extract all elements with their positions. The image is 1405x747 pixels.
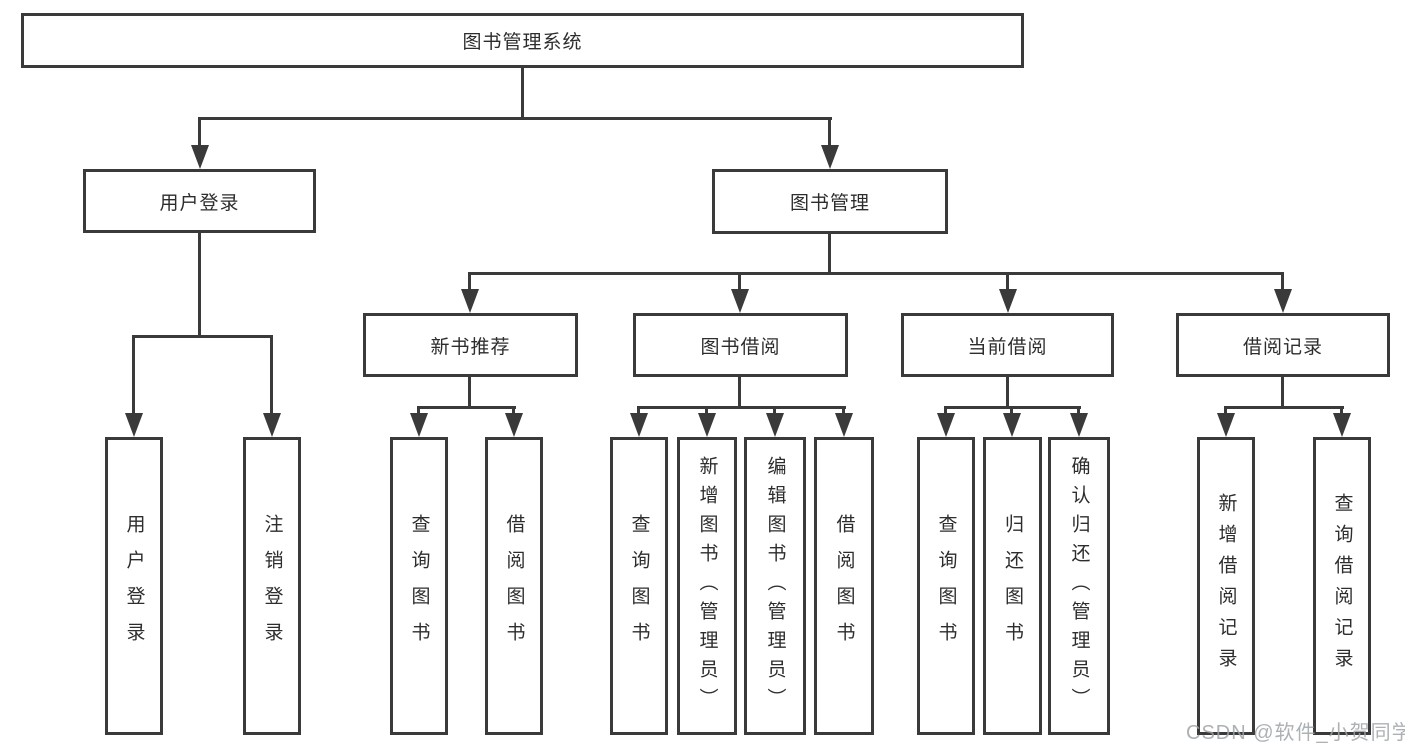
arrowhead-icon	[410, 413, 428, 437]
connector-user-hline	[132, 335, 273, 338]
connector-stem-borrow-leaf2	[705, 408, 708, 415]
leaf-record-query-label: 查询借阅记录	[1331, 493, 1353, 679]
leaf-current-confirm-admin: 确认归还（管理员）	[1048, 437, 1110, 735]
connector-stem-borrow	[738, 274, 741, 291]
leaf-borrow-edit-admin-label: 编辑图书（管理员）	[764, 455, 786, 717]
node-current-borrowing: 当前借阅	[901, 313, 1114, 377]
arrowhead-icon	[1217, 413, 1235, 437]
arrowhead-icon	[766, 413, 784, 437]
connector-root-hline	[198, 117, 832, 120]
leaf-newbook-query-label: 查询图书	[408, 514, 430, 658]
leaf-logout-label: 注销登录	[261, 514, 283, 658]
node-book-borrowing-label: 图书借阅	[700, 336, 781, 358]
arrowhead-icon	[1003, 413, 1021, 437]
csdn-watermark: CSDN @软件_小贺同学	[1186, 722, 1405, 744]
connector-records-hline	[1224, 406, 1344, 409]
arrowhead-icon	[999, 289, 1017, 313]
arrowhead-icon	[505, 413, 523, 437]
connector-borrow-hline	[637, 406, 846, 409]
connector-stem-user-leaf2	[270, 337, 273, 415]
leaf-record-add: 新增借阅记录	[1197, 437, 1255, 735]
connector-current-hline	[944, 406, 1081, 409]
node-new-book-recommend: 新书推荐	[363, 313, 578, 377]
node-book-borrowing: 图书借阅	[633, 313, 848, 377]
leaf-current-return-label: 归还图书	[1002, 514, 1023, 658]
node-book-management: 图书管理	[712, 169, 948, 234]
node-current-borrowing-label: 当前借阅	[967, 336, 1048, 358]
node-user-login-label: 用户登录	[159, 192, 240, 214]
connector-mgmt-vline	[828, 234, 831, 274]
connector-stem-user-leaf1	[132, 337, 135, 415]
leaf-current-query: 查询图书	[917, 437, 975, 735]
connector-stem-records-leaf2	[1340, 408, 1343, 415]
leaf-borrow-query: 查询图书	[610, 437, 668, 735]
connector-stem-current-leaf2	[1010, 408, 1013, 415]
leaf-newbook-query: 查询图书	[390, 437, 448, 735]
leaf-borrow-edit-admin: 编辑图书（管理员）	[744, 437, 806, 735]
connector-stem-newbook-leaf2	[512, 408, 515, 415]
connector-stem-user-login	[198, 119, 201, 146]
arrowhead-icon	[191, 145, 209, 169]
arrowhead-icon	[698, 413, 716, 437]
leaf-borrow-borrow: 借阅图书	[814, 437, 874, 735]
leaf-current-confirm-admin-label: 确认归还（管理员）	[1068, 455, 1090, 717]
connector-user-vline	[198, 233, 201, 337]
leaf-newbook-borrow: 借阅图书	[485, 437, 543, 735]
node-user-login: 用户登录	[83, 169, 316, 233]
connector-mgmt-hline	[468, 272, 1284, 275]
arrowhead-icon	[1333, 413, 1351, 437]
arrowhead-icon	[263, 413, 281, 437]
leaf-borrow-query-label: 查询图书	[628, 514, 650, 658]
connector-stem-records-leaf1	[1224, 408, 1227, 415]
leaf-borrow-add-admin-label: 新增图书（管理员）	[696, 455, 718, 717]
connector-stem-borrow-leaf1	[637, 408, 640, 415]
connector-stem-newbook	[468, 274, 471, 291]
leaf-borrow-borrow-label: 借阅图书	[833, 514, 855, 658]
connector-stem-borrow-leaf4	[842, 408, 845, 415]
connector-current-vline	[1006, 377, 1009, 408]
leaf-user-login-label: 用户登录	[123, 514, 145, 658]
connector-stem-book-mgmt	[828, 119, 831, 146]
node-root-label: 图书管理系统	[462, 32, 583, 53]
node-borrowing-records-label: 借阅记录	[1242, 336, 1323, 358]
arrowhead-icon	[125, 413, 143, 437]
node-root: 图书管理系统	[21, 13, 1024, 68]
connector-newbook-hline	[417, 406, 516, 409]
connector-stem-records	[1281, 274, 1284, 291]
connector-stem-newbook-leaf1	[417, 408, 420, 415]
connector-stem-current-leaf3	[1077, 408, 1080, 415]
node-book-management-label: 图书管理	[789, 193, 870, 214]
arrowhead-icon	[731, 289, 749, 313]
leaf-current-query-label: 查询图书	[935, 514, 957, 658]
arrowhead-icon	[1274, 289, 1292, 313]
leaf-borrow-add-admin: 新增图书（管理员）	[677, 437, 737, 735]
node-new-book-recommend-label: 新书推荐	[430, 336, 511, 358]
arrowhead-icon	[821, 145, 839, 169]
node-borrowing-records: 借阅记录	[1176, 313, 1390, 377]
leaf-current-return: 归还图书	[983, 437, 1042, 735]
connector-records-vline	[1281, 377, 1284, 408]
connector-borrow-vline	[738, 377, 741, 408]
leaf-logout: 注销登录	[243, 437, 301, 735]
leaf-record-query: 查询借阅记录	[1313, 437, 1371, 735]
connector-root-vline	[521, 68, 524, 119]
connector-stem-borrow-leaf3	[773, 408, 776, 415]
arrowhead-icon	[835, 413, 853, 437]
connector-stem-current	[1006, 274, 1009, 291]
leaf-user-login: 用户登录	[105, 437, 163, 735]
leaf-newbook-borrow-label: 借阅图书	[503, 514, 525, 658]
arrowhead-icon	[1070, 413, 1088, 437]
arrowhead-icon	[937, 413, 955, 437]
connector-newbook-vline	[468, 377, 471, 408]
leaf-record-add-label: 新增借阅记录	[1215, 493, 1237, 679]
connector-stem-current-leaf1	[944, 408, 947, 415]
arrowhead-icon	[461, 289, 479, 313]
arrowhead-icon	[630, 413, 648, 437]
